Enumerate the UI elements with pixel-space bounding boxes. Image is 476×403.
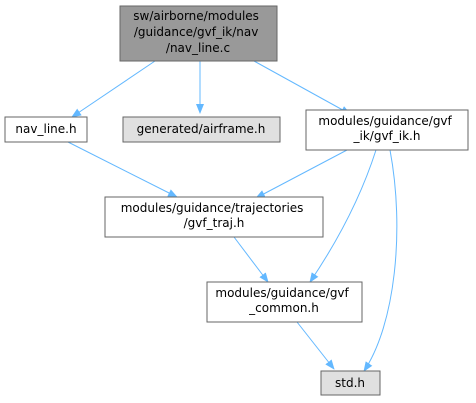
edge-root-to-nav-line-h	[71, 60, 156, 118]
node-label-line: /gvf_traj.h	[184, 216, 245, 230]
node-gvf-traj-h[interactable]: modules/guidance/trajectories /gvf_traj.…	[104, 196, 324, 238]
node-label-line: _common.h	[248, 301, 319, 315]
edge-root-to-gvf-ik-h	[253, 60, 351, 115]
node-generated-airframe-h[interactable]: generated/airframe.h	[122, 116, 281, 143]
node-nav-line-h[interactable]: nav_line.h	[4, 116, 88, 143]
edge-gvf-common-h-to-std-h	[296, 321, 335, 370]
node-label-line: sw/airborne/modules	[133, 9, 259, 23]
svg-text:modules/guidance/gvf _: modules/guidance/gvf _ik/gvf_ik.h	[318, 114, 455, 143]
edge-gvf-ik-h-to-gvf-common-h	[309, 149, 377, 283]
svg-text:modules/guidance/gvf _: modules/guidance/gvf _common.h	[215, 286, 352, 315]
node-label-line: _ik/gvf_ik.h	[353, 129, 421, 143]
svg-text:std.h: std.h	[335, 376, 365, 390]
node-gvf-ik-h[interactable]: modules/guidance/gvf _ik/gvf_ik.h	[305, 109, 469, 151]
node-std-h[interactable]: std.h	[320, 370, 381, 396]
node-label-line: std.h	[335, 376, 365, 390]
node-label-line: /guidance/gvf_ik/nav	[134, 25, 259, 39]
node-label-line: modules/guidance/trajectories	[121, 201, 304, 215]
nodes: sw/airborne/modules /guidance/gvf_ik/nav…	[4, 5, 469, 396]
svg-text:generated/airframe.h: generated/airframe.h	[137, 122, 266, 136]
svg-text:sw/airborne/modules /g: sw/airborne/modules /guidance/gvf_ik/nav…	[133, 9, 263, 55]
node-label-line: /nav_line.c	[166, 41, 230, 55]
edge-gvf-ik-h-to-gvf-traj-h	[255, 149, 348, 199]
node-label-line: modules/guidance/gvf	[215, 286, 349, 300]
svg-text:nav_line.h: nav_line.h	[15, 122, 76, 136]
edge-nav-line-h-to-gvf-traj-h	[67, 141, 178, 198]
node-nav-line-c[interactable]: sw/airborne/modules /guidance/gvf_ik/nav…	[119, 5, 278, 62]
node-gvf-common-h[interactable]: modules/guidance/gvf _common.h	[206, 281, 363, 323]
edges	[67, 60, 398, 372]
svg-text:modules/guidance/trajectories: modules/guidance/trajectories /gvf_traj.…	[121, 201, 308, 230]
node-label-line: modules/guidance/gvf	[318, 114, 452, 128]
edge-gvf-traj-h-to-gvf-common-h	[233, 236, 269, 283]
edge-gvf-ik-h-to-std-h	[363, 149, 398, 372]
node-label-line: generated/airframe.h	[137, 122, 266, 136]
node-label-line: nav_line.h	[15, 122, 76, 136]
